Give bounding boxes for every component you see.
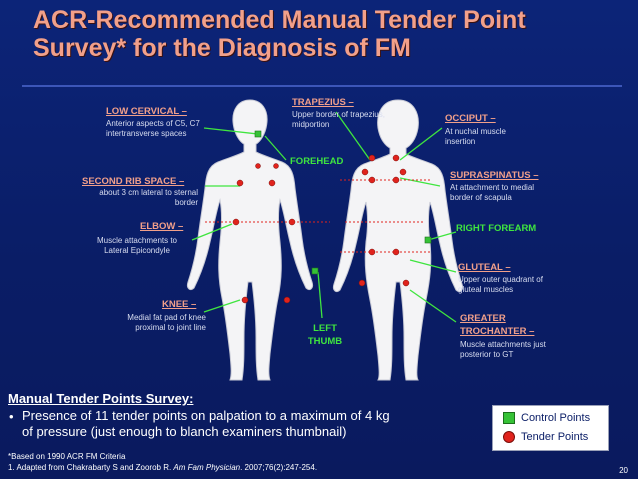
desc-second-rib-space: about 3 cm lateral to sternal border [99,188,198,207]
title-divider [22,85,622,87]
page-number: 20 [619,466,628,475]
legend-tender: Tender Points [503,431,588,443]
footnote-citation: 1. Adapted from Chakrabarty S and Zoorob… [8,463,318,472]
label-second-rib-space: SECOND RIB SPACE – [82,176,185,187]
control-point-swatch [503,412,515,424]
label-greater-trochanter: GREATER TROCHANTER – [460,313,535,337]
desc-occiput: At nuchal muscle insertion [445,127,506,146]
legend: Control Points Tender Points [492,405,609,451]
title-line-2: Survey* for the Diagnosis of FM [33,34,411,62]
desc-gluteal: Upper outer quadrant of gluteal muscles [458,275,543,294]
tender-points [232,154,410,304]
label-elbow: ELBOW – [140,221,184,232]
tender-point-swatch [503,431,515,443]
label-forehead: FOREHEAD [290,156,344,167]
control-points [254,130,432,275]
footnote-criteria: *Based on 1990 ACR FM Criteria [8,452,126,461]
title-line-1: ACR-Recommended Manual Tender Point [33,6,526,34]
desc-supraspinatus: At attachment to medial border of scapul… [450,183,535,202]
desc-low-cervical: Anterior aspects of C5, C7 intertransver… [106,119,200,138]
desc-knee: Medial fat pad of knee proximal to joint… [127,313,206,332]
survey-bullet: Presence of 11 tender points on palpatio… [22,408,390,439]
legend-control: Control Points [503,412,590,424]
desc-trapezius: Upper border of trapezius, midportion [292,110,385,129]
label-low-cervical: LOW CERVICAL – [106,106,187,117]
bullet-marker: • [9,409,14,424]
dotted-guide-lines [205,179,430,253]
label-trapezius: TRAPEZIUS – [292,97,354,108]
label-gluteal: GLUTEAL – [458,262,511,273]
label-supraspinatus: SUPRASPINATUS – [450,170,539,181]
label-knee: KNEE – [162,299,197,310]
desc-elbow: Muscle attachments to Lateral Epicondyle [96,236,178,255]
slide-title: ACR-Recommended Manual Tender Point Surv… [33,6,623,62]
label-right-forearm: RIGHT FOREARM [456,223,537,234]
survey-heading: Manual Tender Points Survey: [8,391,194,406]
body-figures [178,92,470,384]
desc-greater-trochanter: Muscle attachments just posterior to GT [460,340,546,359]
leader-lines [191,111,457,323]
label-left-thumb: LEFT THUMB [307,323,343,347]
label-occiput: OCCIPUT – [445,113,496,124]
